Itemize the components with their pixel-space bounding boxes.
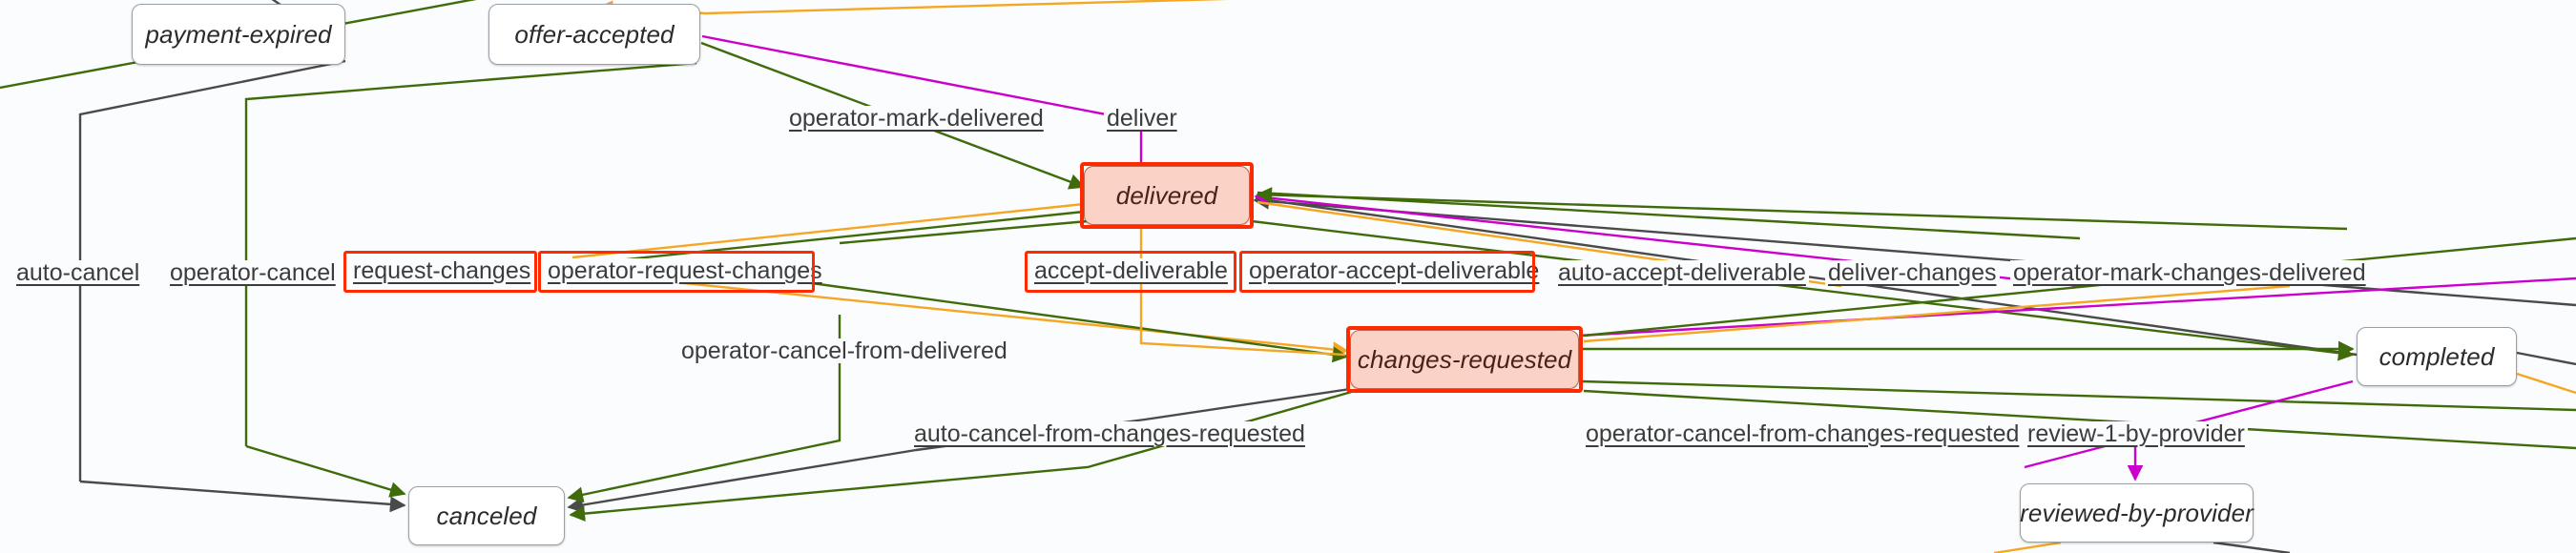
state-node-changes-requested[interactable]: changes-requested	[1350, 330, 1579, 389]
edge-label-operator-cancel[interactable]: operator-cancel	[167, 260, 339, 285]
edge-label-review-1-by-provider[interactable]: review-1-by-provider	[2025, 421, 2248, 446]
edge-label-request-changes[interactable]: request-changes	[350, 258, 534, 283]
state-label: changes-requested	[1357, 344, 1572, 374]
state-node-reviewed-by-provider[interactable]: reviewed-by-provider	[2020, 483, 2254, 543]
edge-label-operator-accept-deliverable[interactable]: operator-accept-deliverable	[1246, 258, 1543, 283]
edge-label-deliver-changes[interactable]: deliver-changes	[1825, 260, 2000, 285]
state-label: offer-accepted	[514, 19, 675, 49]
edge-label-operator-cancel-from-delivered[interactable]: operator-cancel-from-delivered	[678, 338, 1010, 363]
edge-label-deliver[interactable]: deliver	[1104, 106, 1180, 131]
edge-label-operator-mark-changes-delivered[interactable]: operator-mark-changes-delivered	[2010, 260, 2369, 285]
edge-label-auto-accept-deliverable[interactable]: auto-accept-deliverable	[1555, 260, 1809, 285]
edge-label-operator-cancel-from-changes-requested[interactable]: operator-cancel-from-changes-requested	[1583, 421, 2023, 446]
edge-label-operator-request-changes[interactable]: operator-request-changes	[545, 258, 825, 283]
edge-label-accept-deliverable[interactable]: accept-deliverable	[1031, 258, 1231, 283]
state-label: reviewed-by-provider	[2020, 498, 2254, 527]
state-node-canceled[interactable]: canceled	[408, 486, 565, 545]
state-node-offer-accepted[interactable]: offer-accepted	[488, 4, 700, 65]
state-node-completed[interactable]: completed	[2357, 327, 2517, 386]
edge-label-auto-cancel[interactable]: auto-cancel	[13, 260, 143, 285]
edge-label-operator-mark-delivered[interactable]: operator-mark-delivered	[786, 106, 1047, 131]
state-label: payment-expired	[145, 19, 332, 49]
edge-label-auto-cancel-from-changes-requested[interactable]: auto-cancel-from-changes-requested	[911, 421, 1308, 446]
state-label: completed	[2379, 341, 2495, 371]
state-node-delivered[interactable]: delivered	[1084, 166, 1250, 225]
state-node-payment-expired[interactable]: payment-expired	[132, 4, 345, 65]
state-label: delivered	[1115, 180, 1218, 210]
state-label: canceled	[436, 501, 537, 530]
